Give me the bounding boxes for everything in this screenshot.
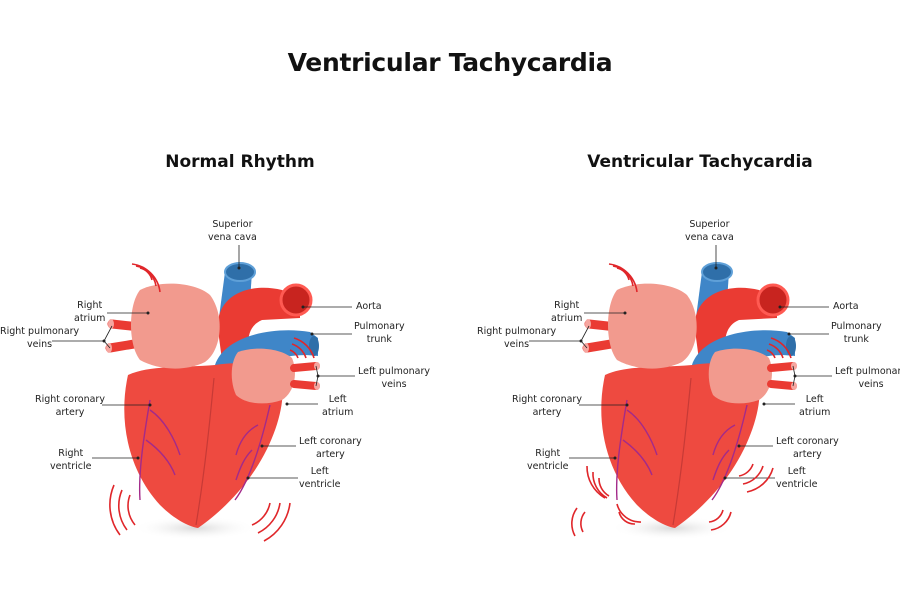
ventricles — [124, 363, 283, 528]
panel-ventricular-tachycardia: Ventricular Tachycardia — [477, 0, 900, 600]
ventricles — [601, 363, 760, 528]
heart-illustration — [529, 245, 832, 540]
right-atrium — [131, 283, 220, 369]
heart-illustration — [52, 245, 355, 542]
coronary-arteries — [615, 399, 748, 501]
main-title: Ventricular Tachycardia — [287, 48, 613, 77]
panel-normal-rhythm: Normal Rhythm — [0, 152, 431, 542]
vibration-marks — [608, 263, 792, 359]
coronary-arteries — [138, 399, 271, 501]
leader-lines — [529, 245, 832, 479]
left-pulmonary-veins — [767, 362, 797, 390]
panel-title: Normal Rhythm — [165, 152, 315, 172]
right-atrium — [608, 283, 697, 369]
vibration-marks — [131, 263, 315, 359]
label-aorta: Aorta — [356, 301, 382, 312]
panel-title: Ventricular Tachycardia — [587, 152, 813, 172]
left-atrium — [708, 348, 772, 404]
left-atrium — [231, 348, 295, 404]
label-aorta: Aorta — [833, 301, 859, 312]
left-pulmonary-veins — [290, 362, 320, 390]
leader-lines — [52, 245, 355, 479]
